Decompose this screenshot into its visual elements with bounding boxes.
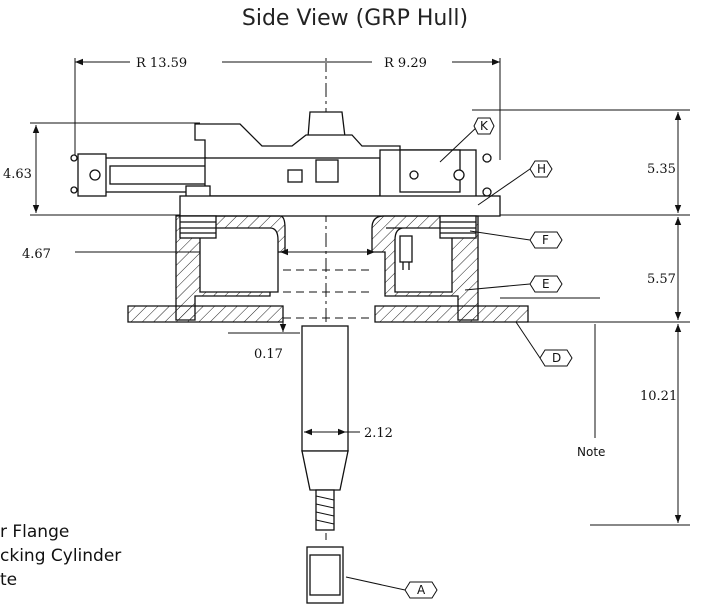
callout-h: H [477, 160, 553, 206]
callout-f: F [469, 230, 563, 249]
svg-text:A: A [417, 583, 426, 597]
callout-a: A [345, 576, 438, 599]
radius-dimension-left [74, 58, 325, 160]
svg-text:D: D [552, 351, 561, 365]
gap-dimension [228, 312, 300, 334]
dim-h-bottom-right: 10.21 [640, 389, 677, 404]
radius-dimension-right [327, 58, 501, 160]
legend-line-2: cking Cylinder [0, 546, 122, 566]
dim-gap: 0.17 [254, 347, 283, 362]
dim-h-top-right: 5.35 [647, 162, 676, 177]
legend-line-1: r Flange [0, 522, 70, 542]
bore-hidden-lines [283, 269, 372, 319]
drawing-title: Side View (GRP Hull) [241, 6, 469, 31]
dim-h-top-left: 4.63 [3, 167, 32, 182]
dim-h-mid-right: 5.57 [647, 272, 676, 287]
svg-text:F: F [542, 233, 549, 247]
legend-line-3: te [0, 570, 18, 590]
svg-text:E: E [542, 277, 550, 291]
dim-w-bore: 4.67 [22, 247, 51, 262]
note-label: Note [577, 445, 605, 459]
rudder-stock [301, 325, 349, 604]
dim-r-right: R 9.29 [384, 56, 427, 71]
dim-shaft-dia: 2.12 [364, 426, 393, 441]
callout-e: E [464, 275, 563, 293]
dim-r-left: R 13.59 [136, 56, 187, 71]
callout-k: K [439, 117, 495, 163]
callout-d: D [515, 321, 573, 367]
svg-text:K: K [480, 119, 489, 133]
svg-text:H: H [537, 162, 546, 176]
height-dimension-left [30, 122, 200, 216]
hull-deck [127, 297, 600, 323]
steering-gear-assembly [70, 111, 501, 217]
rudder-flange [175, 215, 479, 321]
